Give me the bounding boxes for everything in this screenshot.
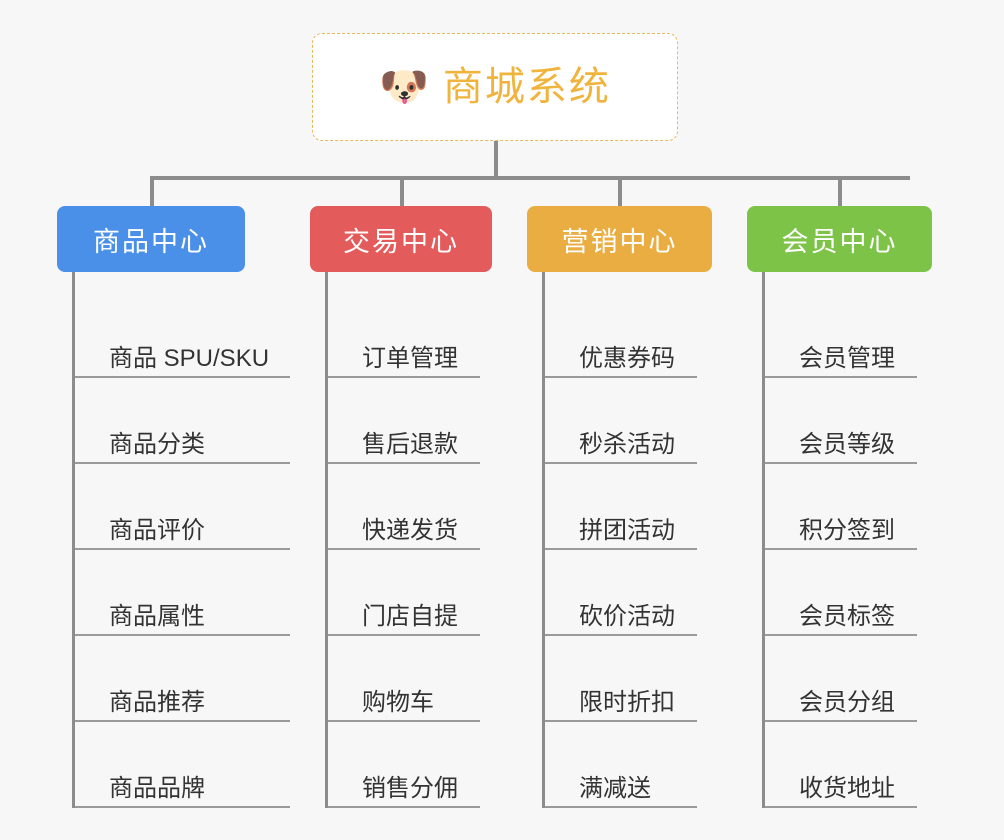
leaf-item-label: 快递发货 xyxy=(362,516,458,544)
leaf-item-label: 会员等级 xyxy=(799,430,895,458)
category-header-label: 交易中心 xyxy=(343,226,459,257)
leaf-item-label: 会员管理 xyxy=(799,344,895,372)
connector-root-stem xyxy=(494,141,498,179)
leaf-item[interactable]: 销售分佣 xyxy=(328,722,492,808)
leaf-item-label: 积分签到 xyxy=(799,516,895,544)
leaf-item[interactable]: 商品分类 xyxy=(75,378,290,464)
leaf-item[interactable]: 商品品牌 xyxy=(75,722,290,808)
leaf-item[interactable]: 限时折扣 xyxy=(545,636,712,722)
leaf-item-label: 商品评价 xyxy=(109,516,205,544)
category-header-2[interactable]: 交易中心 xyxy=(310,206,492,272)
leaf-item-label: 收货地址 xyxy=(799,774,895,802)
category-column-2: 交易中心订单管理售后退款快递发货门店自提购物车销售分佣 xyxy=(310,206,492,808)
category-column-4: 会员中心会员管理会员等级积分签到会员标签会员分组收货地址 xyxy=(747,206,932,808)
leaf-item[interactable]: 秒杀活动 xyxy=(545,378,712,464)
leaf-item[interactable]: 商品评价 xyxy=(75,464,290,550)
connector-drop-3 xyxy=(618,176,622,206)
leaf-item-label: 拼团活动 xyxy=(579,516,675,544)
leaf-item[interactable]: 拼团活动 xyxy=(545,464,712,550)
leaf-item-label: 会员标签 xyxy=(799,602,895,630)
leaf-item-label: 商品属性 xyxy=(109,602,205,630)
leaf-list: 优惠券码秒杀活动拼团活动砍价活动限时折扣满减送 xyxy=(542,272,712,808)
category-column-1: 商品中心商品 SPU/SKU 商品分类商品评价商品属性商品推荐商品品牌 xyxy=(57,206,290,808)
leaf-item[interactable]: 满减送 xyxy=(545,722,712,808)
leaf-item[interactable]: 收货地址 xyxy=(765,722,932,808)
leaf-item-label: 商品分类 xyxy=(109,430,205,458)
connector-horizontal-bus xyxy=(150,176,910,180)
leaf-item-label: 商品推荐 xyxy=(109,688,205,716)
leaf-item[interactable]: 会员等级 xyxy=(765,378,932,464)
leaf-item-label: 销售分佣 xyxy=(362,774,458,802)
leaf-list: 商品 SPU/SKU 商品分类商品评价商品属性商品推荐商品品牌 xyxy=(72,272,290,808)
category-header-1[interactable]: 商品中心 xyxy=(57,206,245,272)
leaf-item[interactable]: 购物车 xyxy=(328,636,492,722)
category-header-label: 营销中心 xyxy=(561,226,678,257)
leaf-item-label: 砍价活动 xyxy=(579,602,675,630)
category-header-4[interactable]: 会员中心 xyxy=(747,206,932,272)
category-column-3: 营销中心优惠券码秒杀活动拼团活动砍价活动限时折扣满减送 xyxy=(527,206,712,808)
leaf-item-label: 订单管理 xyxy=(362,344,458,372)
leaf-item-label: 售后退款 xyxy=(362,430,458,458)
leaf-item-label: 购物车 xyxy=(362,688,434,716)
shiba-dog-face-icon: 🐶 xyxy=(379,65,429,109)
leaf-item[interactable]: 商品推荐 xyxy=(75,636,290,722)
connector-drop-4 xyxy=(838,176,842,206)
leaf-item[interactable]: 售后退款 xyxy=(328,378,492,464)
leaf-item-label: 门店自提 xyxy=(362,602,458,630)
root-node[interactable]: 🐶 商城系统 xyxy=(312,33,678,141)
category-header-3[interactable]: 营销中心 xyxy=(527,206,712,272)
connector-drop-2 xyxy=(400,176,404,206)
leaf-item[interactable]: 优惠券码 xyxy=(545,292,712,378)
category-header-label: 会员中心 xyxy=(781,226,898,257)
leaf-item-label: 限时折扣 xyxy=(579,688,675,716)
leaf-list: 会员管理会员等级积分签到会员标签会员分组收货地址 xyxy=(762,272,932,808)
leaf-item-label: 会员分组 xyxy=(799,688,895,716)
leaf-item[interactable]: 积分签到 xyxy=(765,464,932,550)
leaf-item[interactable]: 会员管理 xyxy=(765,292,932,378)
leaf-item[interactable]: 商品 SPU/SKU xyxy=(75,292,290,378)
leaf-item-label: 商品品牌 xyxy=(109,774,205,802)
category-header-label: 商品中心 xyxy=(93,226,209,257)
leaf-item[interactable]: 门店自提 xyxy=(328,550,492,636)
leaf-list: 订单管理售后退款快递发货门店自提购物车销售分佣 xyxy=(325,272,492,808)
leaf-item-label: 满减送 xyxy=(579,774,651,802)
leaf-item[interactable]: 会员分组 xyxy=(765,636,932,722)
leaf-item[interactable]: 砍价活动 xyxy=(545,550,712,636)
leaf-item-label: 商品 SPU/SKU xyxy=(109,344,270,372)
leaf-item[interactable]: 会员标签 xyxy=(765,550,932,636)
leaf-item[interactable]: 快递发货 xyxy=(328,464,492,550)
leaf-item[interactable]: 订单管理 xyxy=(328,292,492,378)
leaf-item[interactable]: 商品属性 xyxy=(75,550,290,636)
leaf-item-label: 优惠券码 xyxy=(579,344,675,372)
connector-drop-1 xyxy=(150,176,154,206)
root-title: 商城系统 xyxy=(442,65,611,109)
leaf-item-label: 秒杀活动 xyxy=(579,430,675,458)
